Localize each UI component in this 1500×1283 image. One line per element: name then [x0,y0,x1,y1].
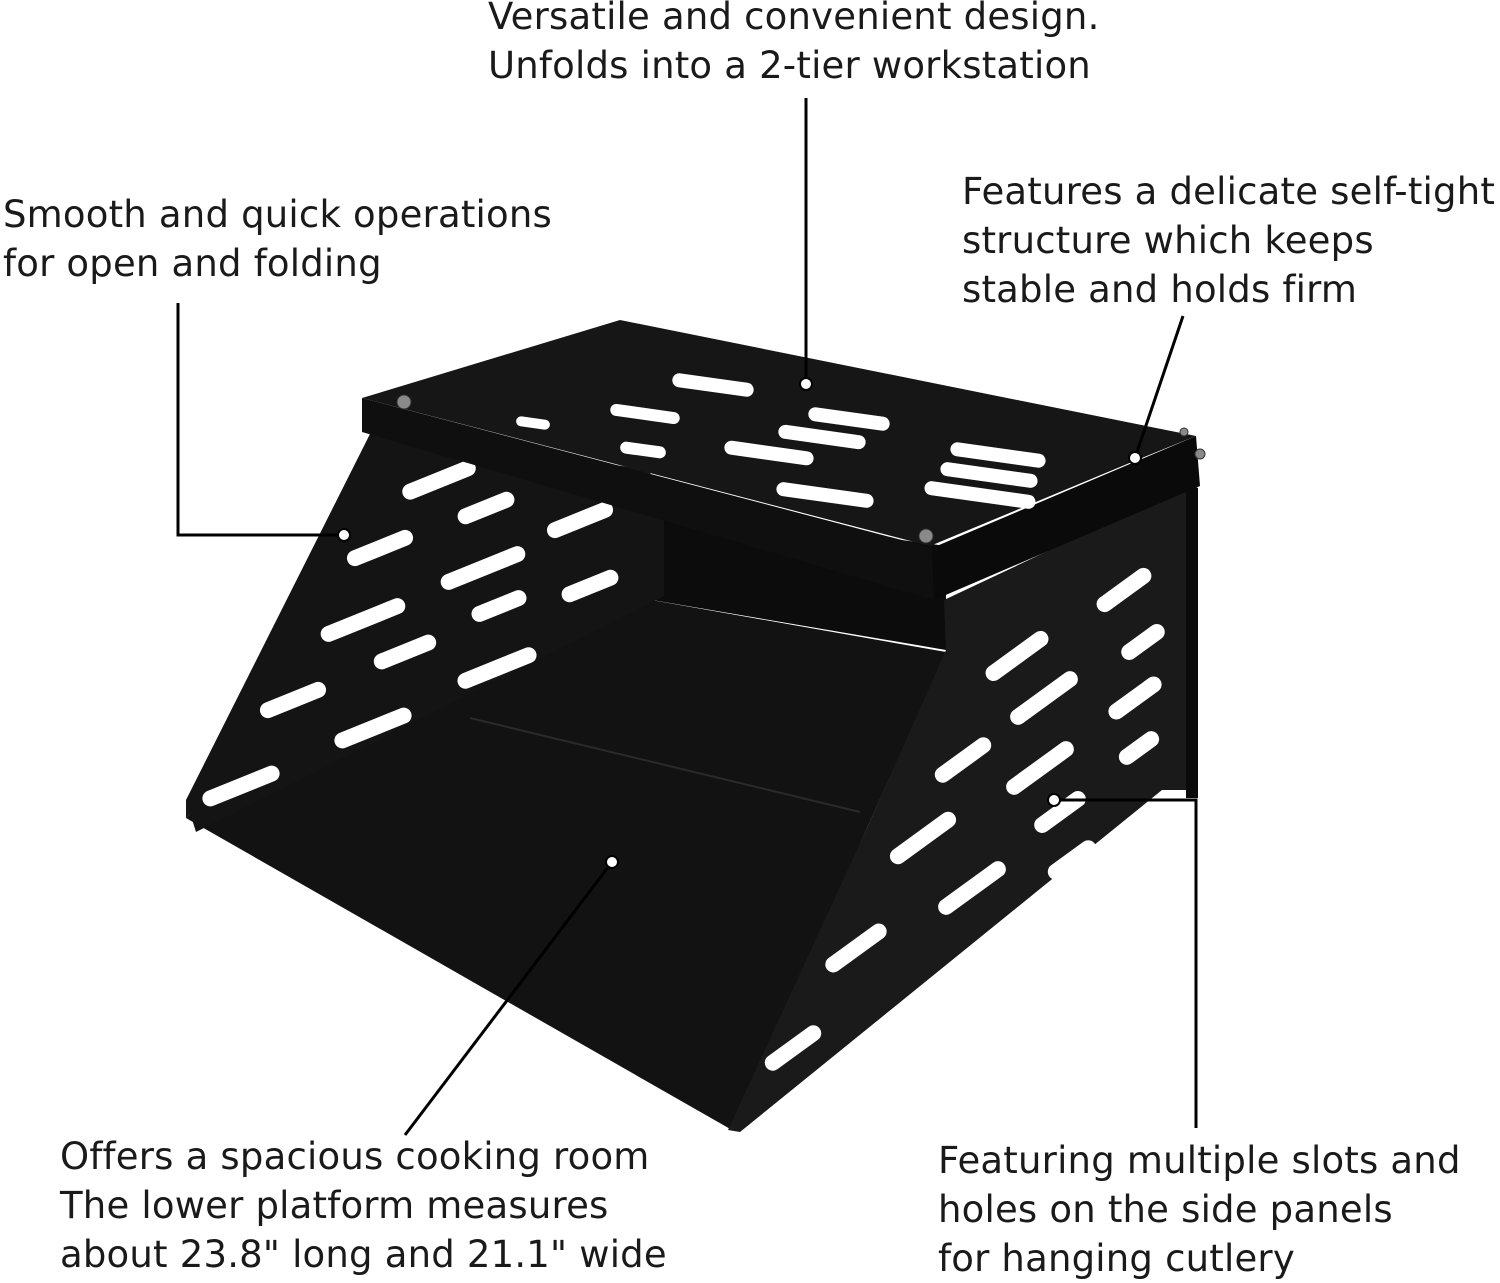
callout-operation-line-1: Smooth and quick operations [3,193,552,236]
callout-design: Versatile and convenient design. Unfolds… [488,0,1100,90]
left-panel-slots [202,460,619,807]
right-side-panel [728,484,1196,1132]
leader-cooking [403,861,614,1136]
callout-structure-line-2: structure which keeps [962,219,1374,262]
right-panel-slots [764,567,1165,1099]
callout-cooking-room-line-1: Offers a spacious cooking room [60,1135,650,1178]
callout-design-line-2: Unfolds into a 2-tier workstation [488,44,1091,87]
callout-structure-line-3: stable and holds firm [962,268,1358,311]
right-panel-edge [1186,484,1198,798]
callout-structure: Features a delicate self-tight structure… [962,167,1495,314]
callout-cooking-room-line-3: about 23.8" long and 21.1" wide [60,1233,667,1276]
callout-slots: Featuring multiple slots and holes on th… [938,1136,1461,1283]
callout-design-line-1: Versatile and convenient design. [488,0,1100,38]
leader-operation [176,303,344,537]
top-platform-right-edge [932,436,1200,600]
platform-seam [469,717,861,813]
callout-slots-line-1: Featuring multiple slots and [938,1139,1461,1182]
callout-cooking-room: Offers a spacious cooking room The lower… [60,1132,667,1279]
top-platform-slots [516,373,1046,509]
top-platform-front-edge [362,398,934,600]
leader-lines [176,98,1198,1136]
callout-operation: Smooth and quick operations for open and… [3,190,552,288]
leader-slots [1054,798,1198,1128]
callout-operation-line-2: for open and folding [3,242,382,285]
leader-dots [337,377,1142,869]
left-side-panel-face [186,430,664,832]
callout-slots-line-2: holes on the side panels [938,1188,1393,1231]
callout-structure-line-1: Features a delicate self-tight [962,170,1496,213]
leader-structure [1133,315,1185,459]
thumb-screws [396,394,1206,544]
callout-cooking-room-line-2: The lower platform measures [60,1184,609,1227]
callout-slots-line-3: for hanging cutlery [938,1237,1295,1280]
